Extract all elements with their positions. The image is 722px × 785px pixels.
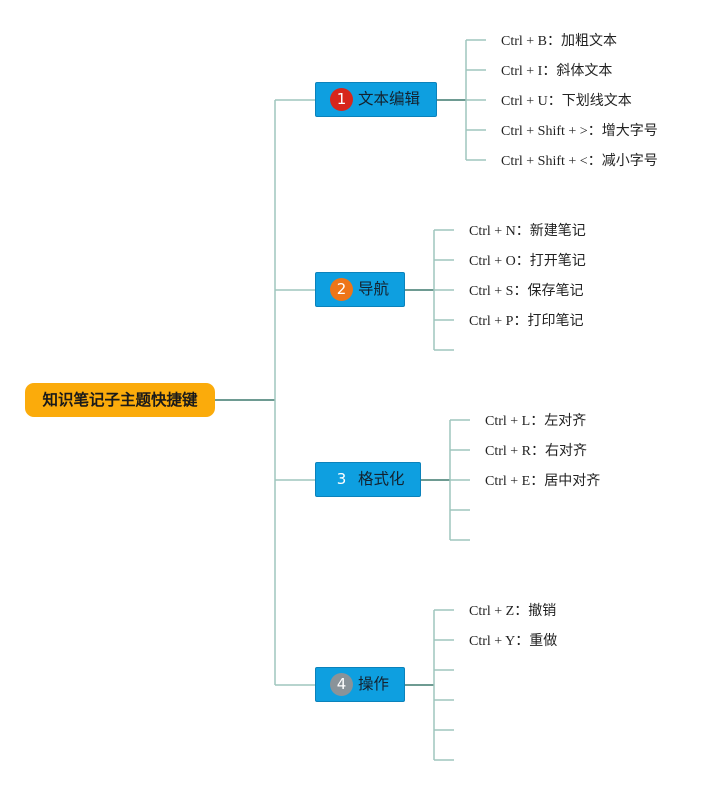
leaf-separator: ： — [547, 33, 562, 49]
branch-topic-2[interactable]: 2 导航 — [315, 272, 405, 307]
leaf-2-1[interactable]: Ctrl + N：新建笔记 — [469, 219, 586, 243]
leaf-2-3[interactable]: Ctrl + S：保存笔记 — [469, 279, 583, 303]
number-badge-1-icon: 1 — [330, 88, 353, 111]
shortcut-description: 打开笔记 — [529, 253, 586, 269]
leaf-1-1[interactable]: Ctrl + B：加粗文本 — [501, 29, 617, 53]
shortcut-key: Ctrl + N — [469, 224, 516, 239]
shortcut-description: 减小字号 — [601, 153, 658, 169]
leaf-1-5[interactable]: Ctrl + Shift + <：减小字号 — [501, 149, 658, 173]
shortcut-key: Ctrl + E — [485, 474, 531, 489]
shortcut-key: Ctrl + O — [469, 254, 516, 269]
shortcut-key: Ctrl + Shift + > — [501, 124, 588, 139]
branch-label-3: 格式化 — [358, 470, 405, 488]
shortcut-key: Ctrl + R — [485, 444, 532, 459]
leaf-separator: ： — [547, 93, 562, 109]
number-badge-2-icon: 2 — [330, 278, 353, 301]
shortcut-key: Ctrl + Shift + < — [501, 154, 588, 169]
leaf-separator: ： — [513, 313, 528, 329]
number-badge-3-icon: 3 — [330, 468, 353, 491]
leaf-separator: ： — [513, 283, 528, 299]
shortcut-description: 加粗文本 — [561, 33, 618, 49]
shortcut-description: 下划线文本 — [561, 93, 632, 109]
shortcut-description: 打印笔记 — [527, 313, 584, 329]
leaf-separator: ： — [587, 123, 602, 139]
shortcut-description: 撤销 — [528, 603, 557, 619]
branch-label-4: 操作 — [358, 675, 390, 693]
shortcut-key: Ctrl + P — [469, 314, 514, 329]
shortcut-key: Ctrl + L — [485, 414, 531, 429]
leaf-1-3[interactable]: Ctrl + U：下划线文本 — [501, 89, 632, 113]
leaf-separator: ： — [514, 603, 529, 619]
shortcut-description: 保存笔记 — [527, 283, 584, 299]
leaf-3-2[interactable]: Ctrl + R：右对齐 — [485, 439, 587, 463]
shortcut-description: 斜体文本 — [556, 63, 613, 79]
leaf-1-4[interactable]: Ctrl + Shift + >：增大字号 — [501, 119, 658, 143]
leaf-2-4[interactable]: Ctrl + P：打印笔记 — [469, 309, 583, 333]
leaf-separator: ： — [530, 413, 545, 429]
leaf-1-2[interactable]: Ctrl + I：斜体文本 — [501, 59, 612, 83]
shortcut-description: 右对齐 — [545, 443, 588, 459]
leaf-separator: ： — [587, 153, 602, 169]
leaf-separator: ： — [515, 223, 530, 239]
leaf-separator: ： — [515, 633, 530, 649]
shortcut-description: 新建笔记 — [529, 223, 586, 239]
branch-topic-3[interactable]: 3 格式化 — [315, 462, 421, 497]
shortcut-description: 增大字号 — [601, 123, 658, 139]
leaf-4-2[interactable]: Ctrl + Y：重做 — [469, 629, 557, 653]
leaf-separator: ： — [530, 473, 545, 489]
shortcut-key: Ctrl + B — [501, 34, 548, 49]
root-topic[interactable]: 知识笔记子主题快捷键 — [25, 383, 215, 417]
branch-topic-1[interactable]: 1 文本编辑 — [315, 82, 437, 117]
leaf-3-3[interactable]: Ctrl + E：居中对齐 — [485, 469, 600, 493]
shortcut-description: 左对齐 — [544, 413, 587, 429]
shortcut-key: Ctrl + U — [501, 94, 548, 109]
leaf-separator: ： — [542, 63, 557, 79]
shortcut-key: Ctrl + I — [501, 64, 543, 79]
leaf-4-1[interactable]: Ctrl + Z：撤销 — [469, 599, 556, 623]
shortcut-description: 重做 — [529, 633, 558, 649]
branch-topic-4[interactable]: 4 操作 — [315, 667, 405, 702]
shortcut-key: Ctrl + S — [469, 284, 514, 299]
shortcut-key: Ctrl + Z — [469, 604, 515, 619]
leaf-separator: ： — [515, 253, 530, 269]
leaf-separator: ： — [531, 443, 546, 459]
leaf-2-2[interactable]: Ctrl + O：打开笔记 — [469, 249, 586, 273]
number-badge-4-icon: 4 — [330, 673, 353, 696]
shortcut-description: 居中对齐 — [544, 473, 601, 489]
branch-label-2: 导航 — [358, 280, 390, 298]
branch-label-1: 文本编辑 — [358, 90, 421, 108]
shortcut-key: Ctrl + Y — [469, 634, 516, 649]
leaf-3-1[interactable]: Ctrl + L：左对齐 — [485, 409, 586, 433]
